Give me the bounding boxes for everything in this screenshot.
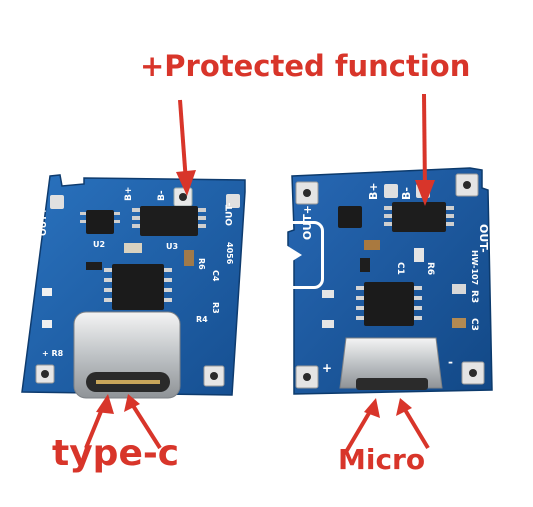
left-silk-4056: 4056 (225, 242, 234, 265)
protected-function-label: +Protected function (140, 49, 471, 83)
arrow-typec-right-head (124, 394, 140, 412)
right-silk-b-plus: B+ (367, 182, 380, 200)
right-board: OUT+ OUT- B+ B- HW-107 R3 C3 R6 C1 + - (287, 167, 493, 395)
right-silk-model: HW-107 (470, 250, 479, 285)
arrow-micro-left-head (364, 398, 380, 418)
arrow-protected-left-head (176, 170, 196, 196)
left-silk-u3: U3 (166, 242, 178, 251)
arrow-protected-right-head (415, 180, 435, 206)
right-silk-minus: - (448, 355, 453, 369)
right-silk-r3: R3 (469, 290, 479, 303)
left-silk-b-plus: B+ (124, 187, 134, 201)
left-silk-r3: R3 (211, 302, 220, 314)
left-silk-out-plus: OUT+ (39, 207, 49, 236)
left-silk-out-minus: OUT- (225, 202, 235, 226)
right-silk-plus: + (322, 361, 332, 375)
type-c-label: type-c (52, 433, 180, 474)
left-silk-b-minus: B- (157, 190, 167, 201)
arrow-typec-right (130, 402, 162, 450)
right-silk-c1: C1 (395, 262, 405, 275)
right-silk-c3: C3 (469, 318, 479, 331)
left-silk-r6: R6 (197, 258, 206, 270)
right-silk-b-minus: B- (400, 187, 413, 200)
arrow-typec-left-head (96, 394, 114, 414)
arrow-protected-left (178, 99, 188, 183)
right-silk-r6: R6 (425, 262, 435, 275)
right-silk-out-minus: OUT- (477, 224, 490, 253)
annotation-arrows (84, 93, 435, 454)
arrow-protected-right (422, 93, 427, 193)
video-play-button[interactable] (260, 221, 324, 289)
left-silk-r8: + R8 (42, 349, 64, 358)
micro-label: Micro (338, 443, 426, 476)
arrow-micro-right (402, 406, 430, 450)
left-silk-u2: U2 (93, 240, 105, 249)
left-board: OUT+ OUT- B+ B- U2 U3 R3 R4 R6 C4 4056 +… (21, 174, 246, 399)
left-silk-r4: R4 (196, 315, 208, 324)
arrow-micro-right-head (396, 398, 412, 416)
play-icon (286, 245, 302, 265)
arrow-micro-left (344, 406, 374, 454)
left-silk-c4: C4 (211, 270, 220, 282)
